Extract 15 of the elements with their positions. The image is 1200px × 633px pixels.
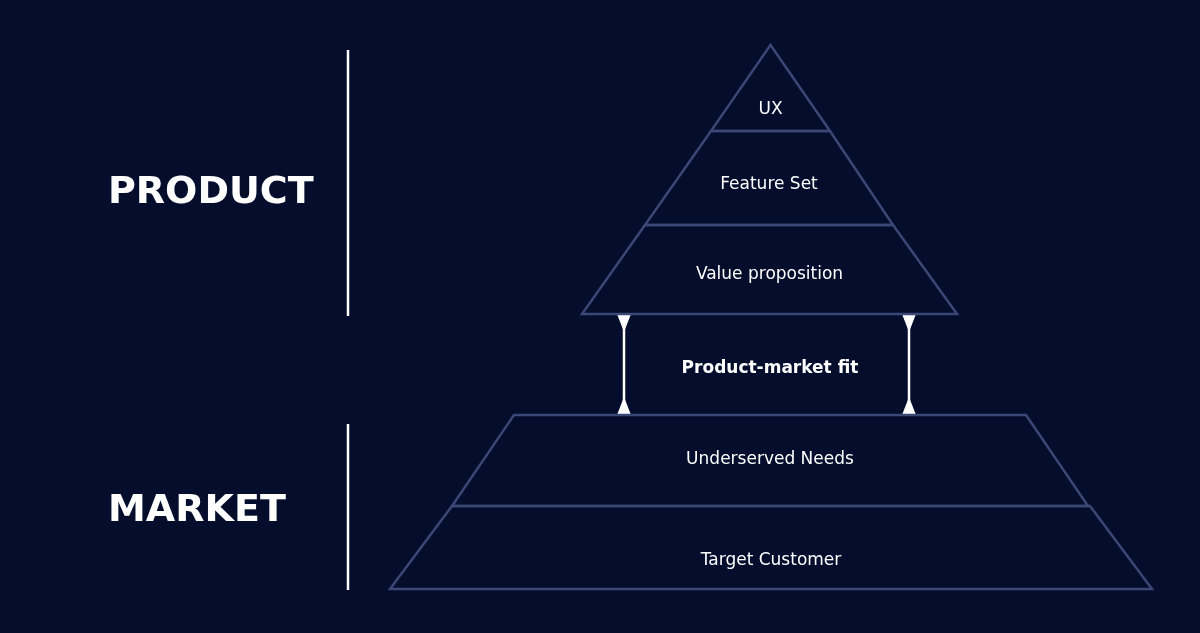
tier-label: Target Customer xyxy=(700,548,842,570)
pyramid-tier xyxy=(390,506,1152,589)
tier-label: Value proposition xyxy=(695,262,844,284)
pyramid-tier xyxy=(645,131,893,225)
bold-label: Product-market fit xyxy=(681,357,859,377)
section-heading: PRODUCT xyxy=(108,167,314,213)
flared-connector xyxy=(902,314,916,415)
tier-label: UX xyxy=(758,97,783,119)
pyramid-tier xyxy=(452,415,1088,506)
pyramid-tier xyxy=(582,225,957,314)
flared-connector xyxy=(617,314,631,415)
tier-label: Underserved Needs xyxy=(686,447,854,469)
pyramid-tip xyxy=(711,45,830,131)
section-heading: MARKET xyxy=(108,485,286,531)
tier-label: Feature Set xyxy=(720,172,818,194)
